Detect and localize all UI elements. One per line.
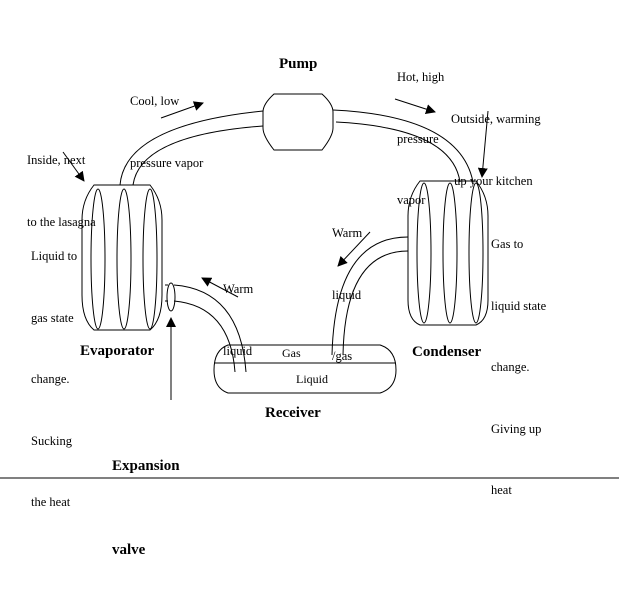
arrow-cool-vapor bbox=[160, 101, 204, 119]
arrow-warm-liquid-gas bbox=[337, 231, 371, 267]
refrigeration-diagram bbox=[0, 93, 619, 479]
condenser-coil bbox=[407, 180, 489, 326]
pipe-evaporator-to-pump bbox=[119, 110, 264, 186]
label-expansion-valve: Expansion valve bbox=[112, 458, 180, 558]
pipe-condenser-to-receiver bbox=[331, 236, 409, 356]
arrow-warm-liquid bbox=[201, 277, 239, 298]
pipe-receiver-to-valve bbox=[173, 284, 247, 373]
label-condenser-note: Gas to liquid state change. Giving up he… bbox=[491, 237, 547, 497]
pump-body bbox=[262, 93, 334, 151]
label-inside: Inside, next to the lasagna bbox=[27, 153, 96, 229]
label-receiver: Receiver bbox=[265, 405, 321, 421]
pipe-pump-to-condenser bbox=[332, 109, 474, 183]
arrow-outside bbox=[477, 110, 489, 178]
label-warm-liquid: Warm liquid bbox=[223, 282, 254, 358]
label-evaporator: Evaporator bbox=[80, 343, 155, 359]
arrow-inside bbox=[62, 151, 85, 182]
arrow-hot-vapor bbox=[394, 98, 436, 114]
label-warm-liquid-gas: Warm liquid /gas bbox=[332, 226, 363, 363]
receiver-tank bbox=[213, 344, 397, 394]
label-outside: Outside, warming up your kitchen bbox=[451, 112, 541, 188]
label-receiver-liquid: Liquid bbox=[296, 372, 328, 386]
label-condenser: Condenser bbox=[412, 344, 482, 360]
label-hot-vapor: Hot, high pressure vapor bbox=[397, 70, 445, 207]
expansion-valve bbox=[166, 282, 176, 312]
label-cool-vapor: Cool, low pressure vapor bbox=[130, 94, 204, 170]
evaporator-coil bbox=[81, 184, 163, 331]
label-pump: Pump bbox=[279, 56, 318, 72]
label-evaporator-note: Liquid to gas state change. Sucking the … bbox=[31, 249, 78, 509]
label-receiver-gas: Gas bbox=[282, 346, 301, 360]
